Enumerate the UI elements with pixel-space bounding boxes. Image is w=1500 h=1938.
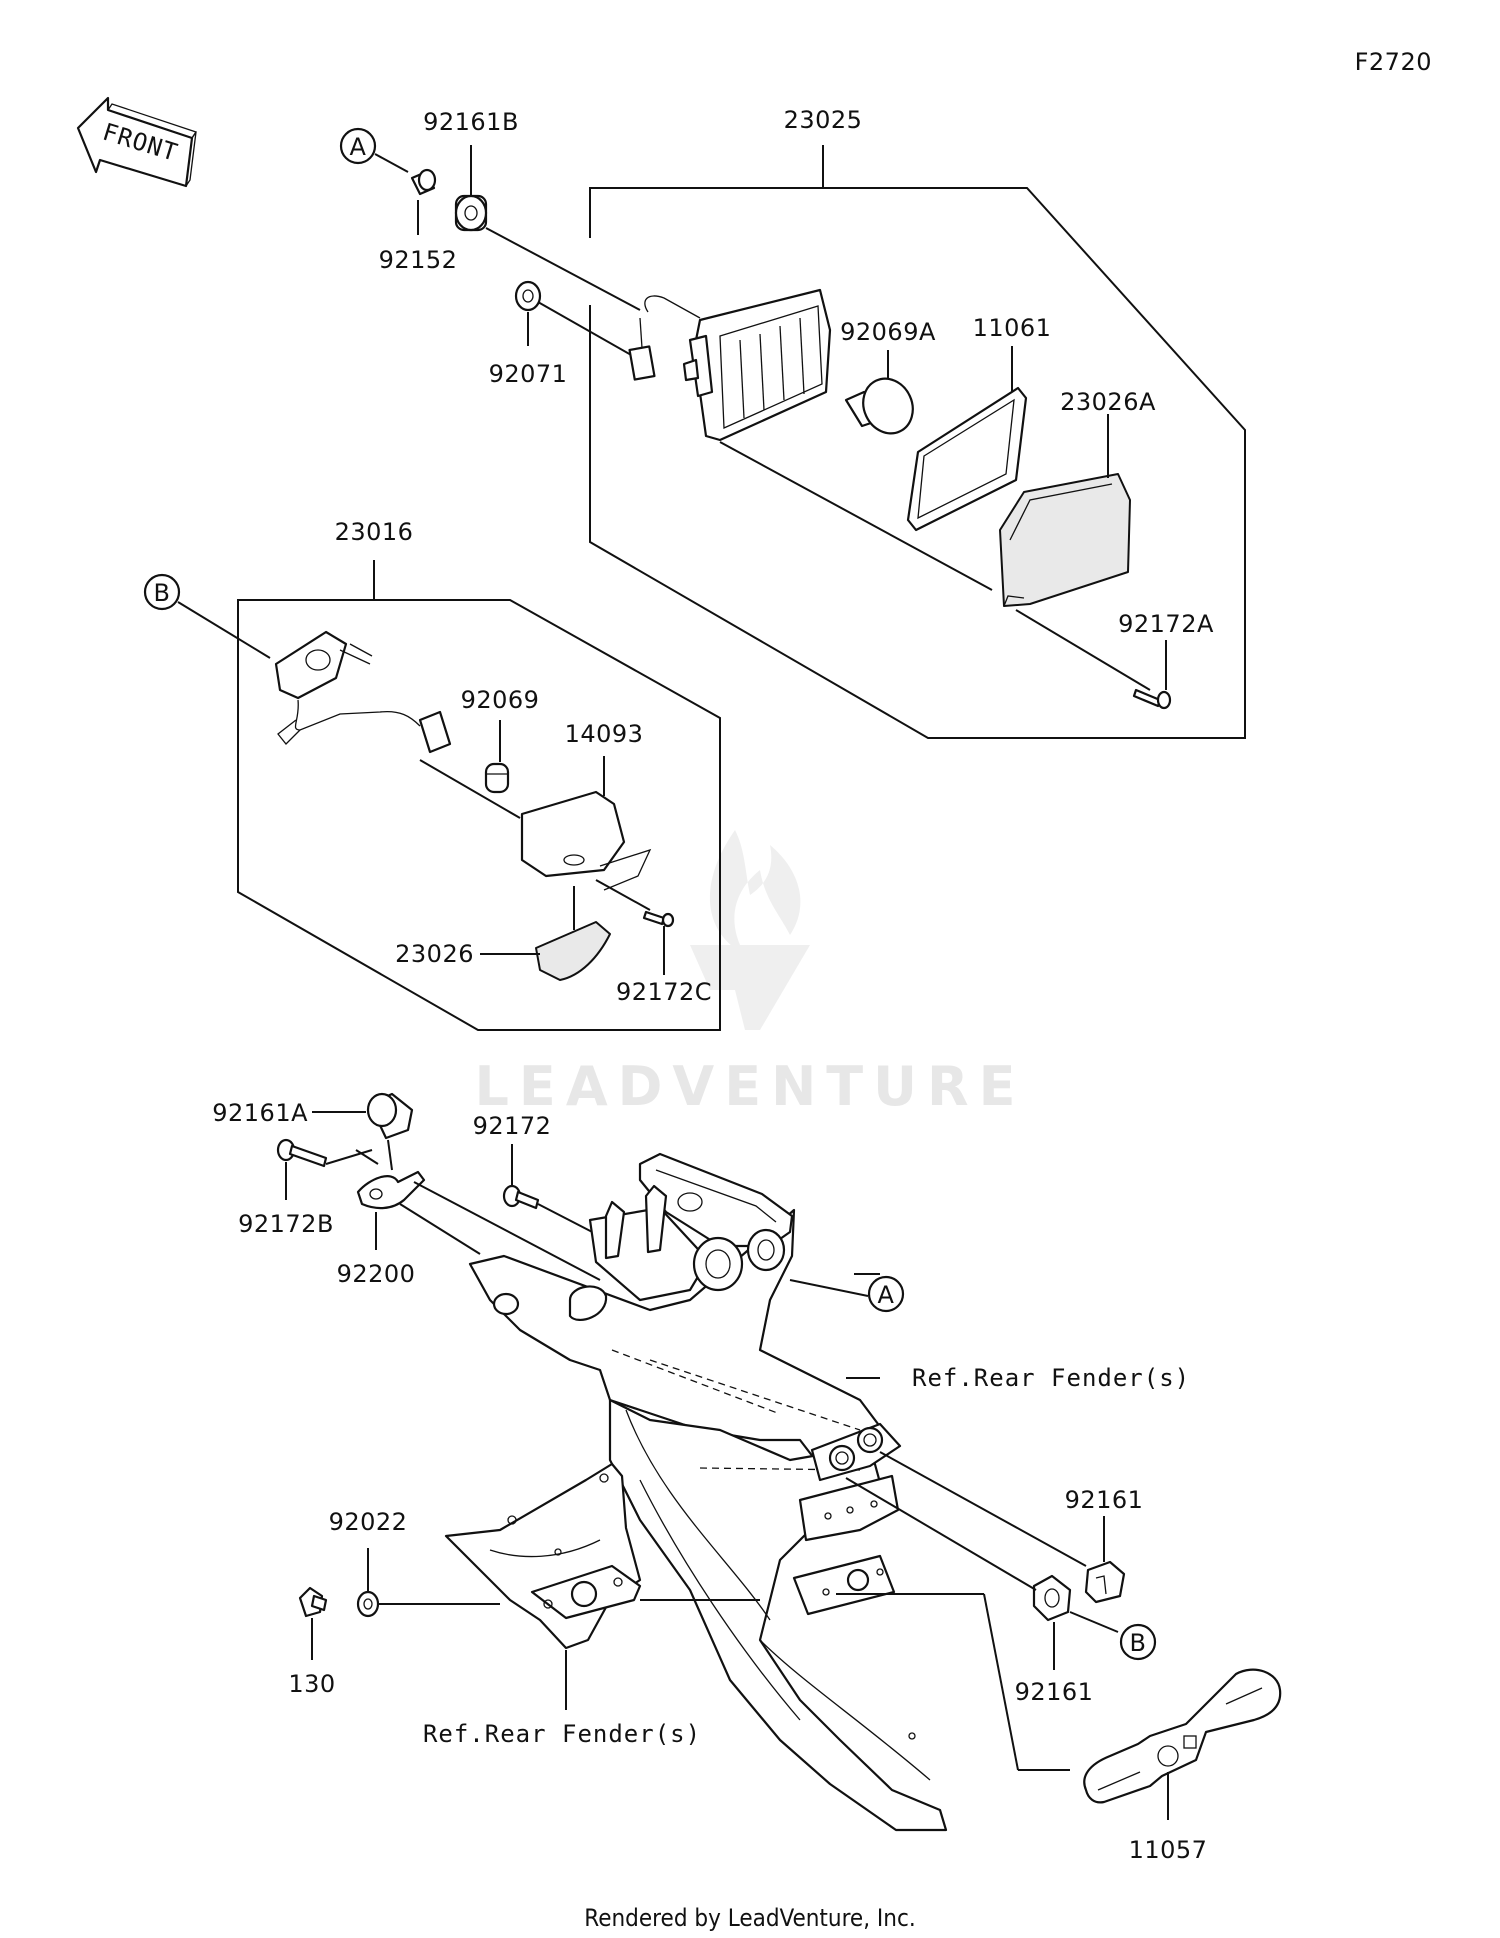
callout-a-lower-label: A (878, 1281, 895, 1309)
part-92069-bulb (484, 762, 510, 794)
label-14093: 14093 (565, 720, 644, 748)
label-92200: 92200 (337, 1260, 416, 1288)
callout-b-lower (1119, 1623, 1157, 1661)
callout-a-top-label: A (350, 133, 367, 161)
label-92161-upper: 92161 (1065, 1486, 1144, 1514)
part-turn-signal-base (274, 630, 452, 754)
label-92069: 92069 (461, 686, 540, 714)
bracket-23025 (589, 187, 1246, 739)
label-92022: 92022 (329, 1508, 408, 1536)
label-92172C: 92172C (616, 978, 712, 1006)
label-92172B: 92172B (238, 1210, 334, 1238)
part-92172-bolt (502, 1184, 540, 1210)
part-92172A-screw (1132, 688, 1172, 710)
label-23016: 23016 (335, 518, 414, 546)
front-arrow-icon (76, 96, 198, 188)
part-92069A-bulb (844, 377, 914, 435)
callout-b-lower-label: B (1130, 1629, 1147, 1657)
label-92172: 92172 (473, 1112, 552, 1140)
label-92152: 92152 (379, 246, 458, 274)
label-92161A: 92161A (212, 1099, 308, 1127)
callout-a-lower (867, 1275, 905, 1313)
label-130: 130 (288, 1670, 335, 1698)
part-14093-housing (520, 790, 652, 891)
callout-a-top (339, 127, 377, 165)
part-23026A-lens (999, 473, 1131, 607)
part-11061-gasket (906, 386, 1028, 532)
watermark-text: LEADVENTURE (475, 1055, 1026, 1118)
part-92161B-grommet (454, 194, 488, 232)
callout-b-mid (143, 573, 181, 611)
label-92161B: 92161B (423, 108, 519, 136)
part-tail-light-housing (628, 288, 832, 442)
ref-rear-fender-upper: Ref.Rear Fender(s) (912, 1364, 1190, 1392)
label-11061: 11061 (973, 314, 1052, 342)
ref-rear-fender-lower: Ref.Rear Fender(s) (423, 1720, 701, 1748)
part-92172B-bolt (276, 1138, 328, 1168)
callout-b-mid-label: B (154, 579, 171, 607)
part-92022-washer (356, 1590, 380, 1618)
part-23026-lens (535, 921, 611, 981)
part-92172C-screw (642, 910, 675, 928)
part-inner-fender-panel (444, 1462, 642, 1650)
part-92152-sleeve (410, 168, 437, 196)
part-92071-grommet (514, 280, 542, 312)
label-23026: 23026 (395, 940, 474, 968)
label-92071: 92071 (489, 360, 568, 388)
part-rear-fender-frame (468, 1152, 948, 1832)
footer-credit: Rendered by LeadVenture, Inc. (584, 1904, 915, 1932)
label-23026A: 23026A (1060, 388, 1156, 416)
bracket-23016 (237, 599, 721, 1031)
part-92161-lower (1032, 1574, 1072, 1622)
figure-code: F2720 (1355, 48, 1432, 76)
label-92161-lower: 92161 (1015, 1678, 1094, 1706)
part-11057-bracket (1083, 1668, 1282, 1804)
part-92161-upper (1084, 1560, 1126, 1604)
label-23025: 23025 (784, 106, 863, 134)
label-11057: 11057 (1129, 1836, 1208, 1864)
part-92200-washer (356, 1170, 426, 1210)
label-92069A: 92069A (840, 318, 936, 346)
part-92161A-bushing (366, 1092, 414, 1140)
label-92172A: 92172A (1118, 610, 1214, 638)
part-130-bolt (298, 1586, 328, 1618)
